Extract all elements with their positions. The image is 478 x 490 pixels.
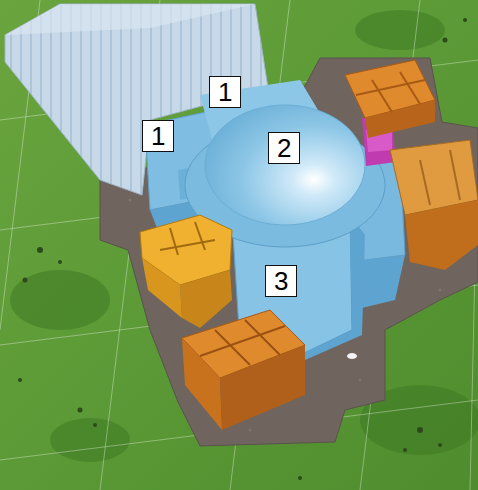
hangar-roof (5, 4, 255, 35)
block-grooves (160, 222, 215, 255)
orange-block-side (405, 200, 478, 270)
orange-block-side (365, 100, 435, 138)
orange-block-side (220, 345, 305, 430)
block-grooves (420, 150, 460, 205)
block-grooves (356, 72, 425, 112)
yellow-block-front (142, 258, 182, 318)
callout-number: 1 (218, 77, 232, 107)
small-object (347, 353, 357, 359)
callout-box: 2 (268, 132, 300, 164)
callout-number: 2 (277, 133, 291, 163)
orange-block-front (182, 338, 222, 430)
yellow-block-side (180, 270, 232, 328)
callout-box: 1 (209, 76, 241, 108)
callout-number: 3 (274, 266, 288, 296)
dome (205, 105, 365, 225)
callout-box: 1 (142, 120, 174, 152)
callout-box: 3 (265, 265, 297, 297)
block-grooves (200, 320, 285, 365)
callout-number: 1 (151, 121, 165, 151)
